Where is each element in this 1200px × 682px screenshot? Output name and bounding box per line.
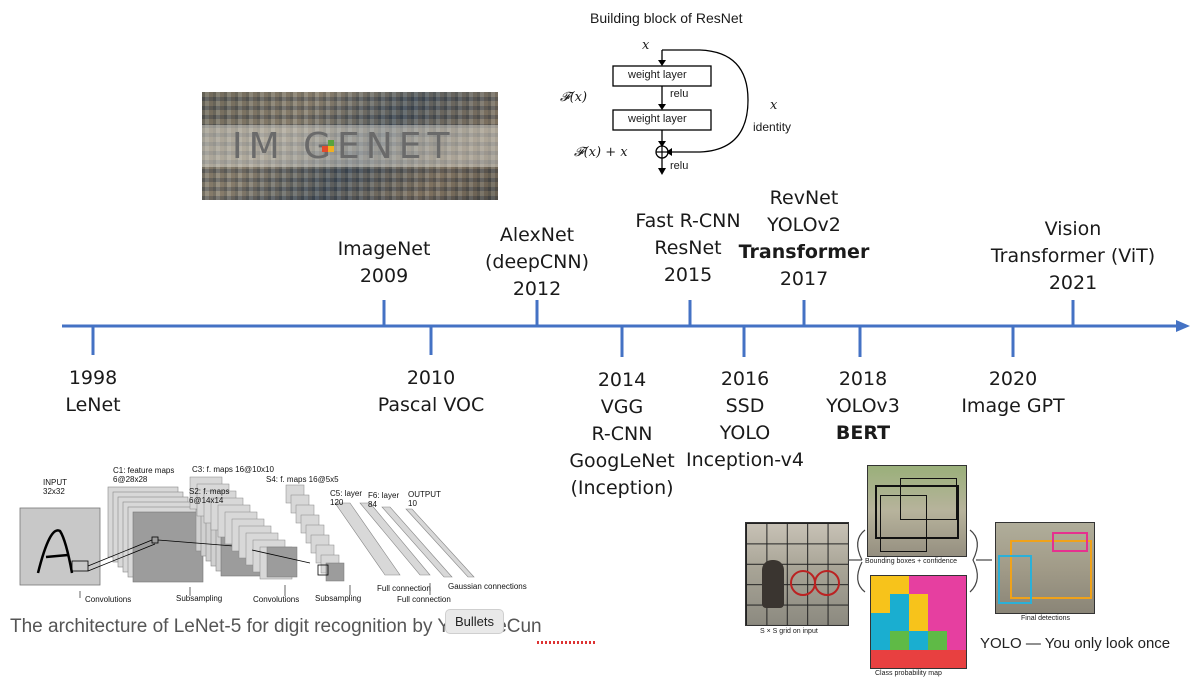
resnet-fx-plus-x: 𝓕(x) + x: [574, 145, 628, 160]
yolo-diagram: S × S grid on input Bounding boxes + con…: [740, 460, 1195, 682]
milestone-2014-line-1: 2014: [597, 369, 647, 391]
milestone-2020-line-1: 2020: [988, 368, 1038, 390]
lenet-s4-label: S4: f. maps 16@5x5: [266, 475, 339, 484]
yolo-final-box-car: [1052, 532, 1088, 552]
lenet-c1-label: C1: feature maps 6@28x28: [113, 466, 175, 484]
yolo-bbox-rect-3: [900, 478, 957, 520]
yolo-final-label: Final detections: [1021, 615, 1071, 622]
lenet-convolutions-1-label: Convolutions: [85, 595, 132, 604]
milestone-2017-line-3: Transformer: [738, 241, 870, 263]
milestone-2014-line-3: R-CNN: [591, 423, 653, 445]
imagenet-logo-band: [202, 125, 498, 167]
yolo-bike-wheel-2: [814, 570, 840, 596]
milestone-2014: 2014 VGG R-CNN GoogLeNet (Inception): [552, 367, 692, 502]
milestone-2020-line-2: Image GPT: [961, 395, 1065, 417]
milestone-2012-line-3: 2012: [512, 278, 562, 300]
resnet-identity-label: identity: [753, 120, 792, 134]
milestone-2021-line-3: 2021: [1048, 272, 1098, 294]
milestone-2018-line-1: 2018: [838, 368, 888, 390]
resnet-input-x: x: [642, 38, 650, 53]
lenet-f6-label: F6: layer 84: [368, 491, 400, 509]
milestone-2012-line-1: AlexNet: [499, 224, 575, 246]
lenet-diagram: INPUT 32x32 C1: feature maps 6@28x28 S2:…: [10, 465, 550, 610]
lenet-full-connection-2-label: Full connection: [397, 595, 451, 604]
milestone-2017-line-4: 2017: [779, 268, 829, 290]
imagenet-logo: IM GENET: [202, 92, 498, 200]
yolo-bbox-label: Bounding boxes + confidence: [865, 558, 958, 565]
milestone-2014-line-4: GoogLeNet: [569, 450, 675, 472]
spellcheck-underline: [537, 641, 597, 644]
yolo-dog-shape-1: [762, 560, 784, 608]
imagenet-logo-text: IM GENET: [232, 126, 456, 167]
yolo-grid-label: S × S grid on input: [760, 628, 818, 635]
milestone-2015: Fast R-CNN ResNet 2015: [618, 208, 758, 289]
milestone-2017-line-1: RevNet: [769, 187, 839, 209]
milestone-2016-line-4: Inception-v4: [686, 449, 804, 471]
milestone-2009: ImageNet 2009: [314, 236, 454, 290]
yolo-class-map: [870, 575, 967, 669]
milestone-2018-line-3: BERT: [835, 422, 891, 444]
resnet-diagram: [612, 49, 749, 175]
resnet-title: Building block of ResNet: [590, 10, 743, 26]
bullets-tooltip[interactable]: Bullets: [445, 609, 505, 634]
milestone-2009-line-2: 2009: [359, 265, 409, 287]
yolo-final-box-bike: [1010, 540, 1092, 599]
lenet-full-connection-1-label: Full connection: [377, 584, 431, 593]
milestone-2010-line-1: 2010: [406, 367, 456, 389]
lenet-output-label: OUTPUT 10: [408, 490, 441, 508]
yolo-bbox-image: [867, 465, 967, 557]
milestone-2021: Vision Transformer (ViT) 2021: [978, 216, 1168, 297]
milestone-1998-line-2: LeNet: [65, 394, 121, 416]
milestone-2015-line-3: 2015: [663, 264, 713, 286]
yolo-bbox-rect-1: [875, 485, 959, 539]
milestone-2017-line-2: YOLOv2: [767, 214, 841, 236]
milestone-2018: 2018 YOLOv3 BERT: [808, 366, 918, 447]
milestone-2017: RevNet YOLOv2 Transformer 2017: [734, 185, 874, 293]
resnet-weight-layer-2: weight layer: [628, 113, 687, 125]
lenet-subsampling-1-label: Subsampling: [176, 594, 223, 603]
resnet-relu-out: relu: [670, 160, 689, 172]
milestone-2021-line-1: Vision: [1044, 218, 1102, 240]
yolo-arrows: [848, 529, 992, 593]
lenet-layers: [19, 476, 475, 598]
milestone-1998: 1998 LeNet: [43, 365, 143, 419]
resnet-shortcut-x: x: [770, 98, 778, 113]
milestone-2012: AlexNet (deepCNN) 2012: [462, 222, 612, 303]
resnet-block: Building block of ResNet x weight layer …: [560, 0, 820, 180]
lenet-convolutions-2-label: Convolutions: [253, 595, 300, 604]
lenet-input-label: INPUT 32x32: [43, 478, 67, 496]
milestone-2020: 2020 Image GPT: [953, 366, 1073, 420]
lenet-c3-label: C3: f. maps 16@10x10: [192, 465, 274, 474]
milestone-2010: 2010 Pascal VOC: [366, 365, 496, 419]
milestone-2010-line-2: Pascal VOC: [377, 394, 485, 416]
resnet-relu-mid: relu: [670, 88, 689, 100]
milestone-2016-line-3: YOLO: [719, 422, 771, 444]
timeline-arrowhead: [1176, 320, 1190, 332]
imagenet-logo-dots-icon: [322, 140, 334, 154]
yolo-class-label: Class probability map: [875, 670, 942, 677]
resnet-weight-layer-1: weight layer: [628, 69, 687, 81]
milestone-2012-line-2: (deepCNN): [484, 251, 590, 273]
yolo-final-box-dog: [998, 555, 1032, 604]
lenet-c5-label: C5: layer 120: [330, 489, 363, 507]
milestone-2014-line-2: VGG: [600, 396, 644, 418]
milestone-2014-line-5: (Inception): [570, 477, 674, 499]
milestone-2016-line-1: 2016: [720, 368, 770, 390]
lenet-s2-label: S2: f. maps 6@14x14: [189, 487, 230, 505]
milestone-1998-line-1: 1998: [68, 367, 118, 389]
lenet-subsampling-2-label: Subsampling: [315, 594, 362, 603]
yolo-caption: YOLO — You only look once: [980, 635, 1171, 652]
milestone-2016: 2016 SSD YOLO Inception-v4: [680, 366, 810, 474]
milestone-2009-line-1: ImageNet: [337, 238, 431, 260]
milestone-2015-line-2: ResNet: [654, 237, 722, 259]
lenet-caption: The architecture of LeNet-5 for digit re…: [10, 616, 542, 637]
milestone-2018-line-2: YOLOv3: [826, 395, 900, 417]
lenet-gaussian-label: Gaussian connections: [448, 582, 527, 591]
resnet-fx: 𝓕(x): [560, 90, 588, 105]
milestone-2016-line-2: SSD: [725, 395, 765, 417]
yolo-bbox-rect-2: [880, 495, 927, 552]
milestone-2021-line-2: Transformer (ViT): [990, 245, 1156, 267]
milestone-2015-line-1: Fast R-CNN: [635, 210, 741, 232]
